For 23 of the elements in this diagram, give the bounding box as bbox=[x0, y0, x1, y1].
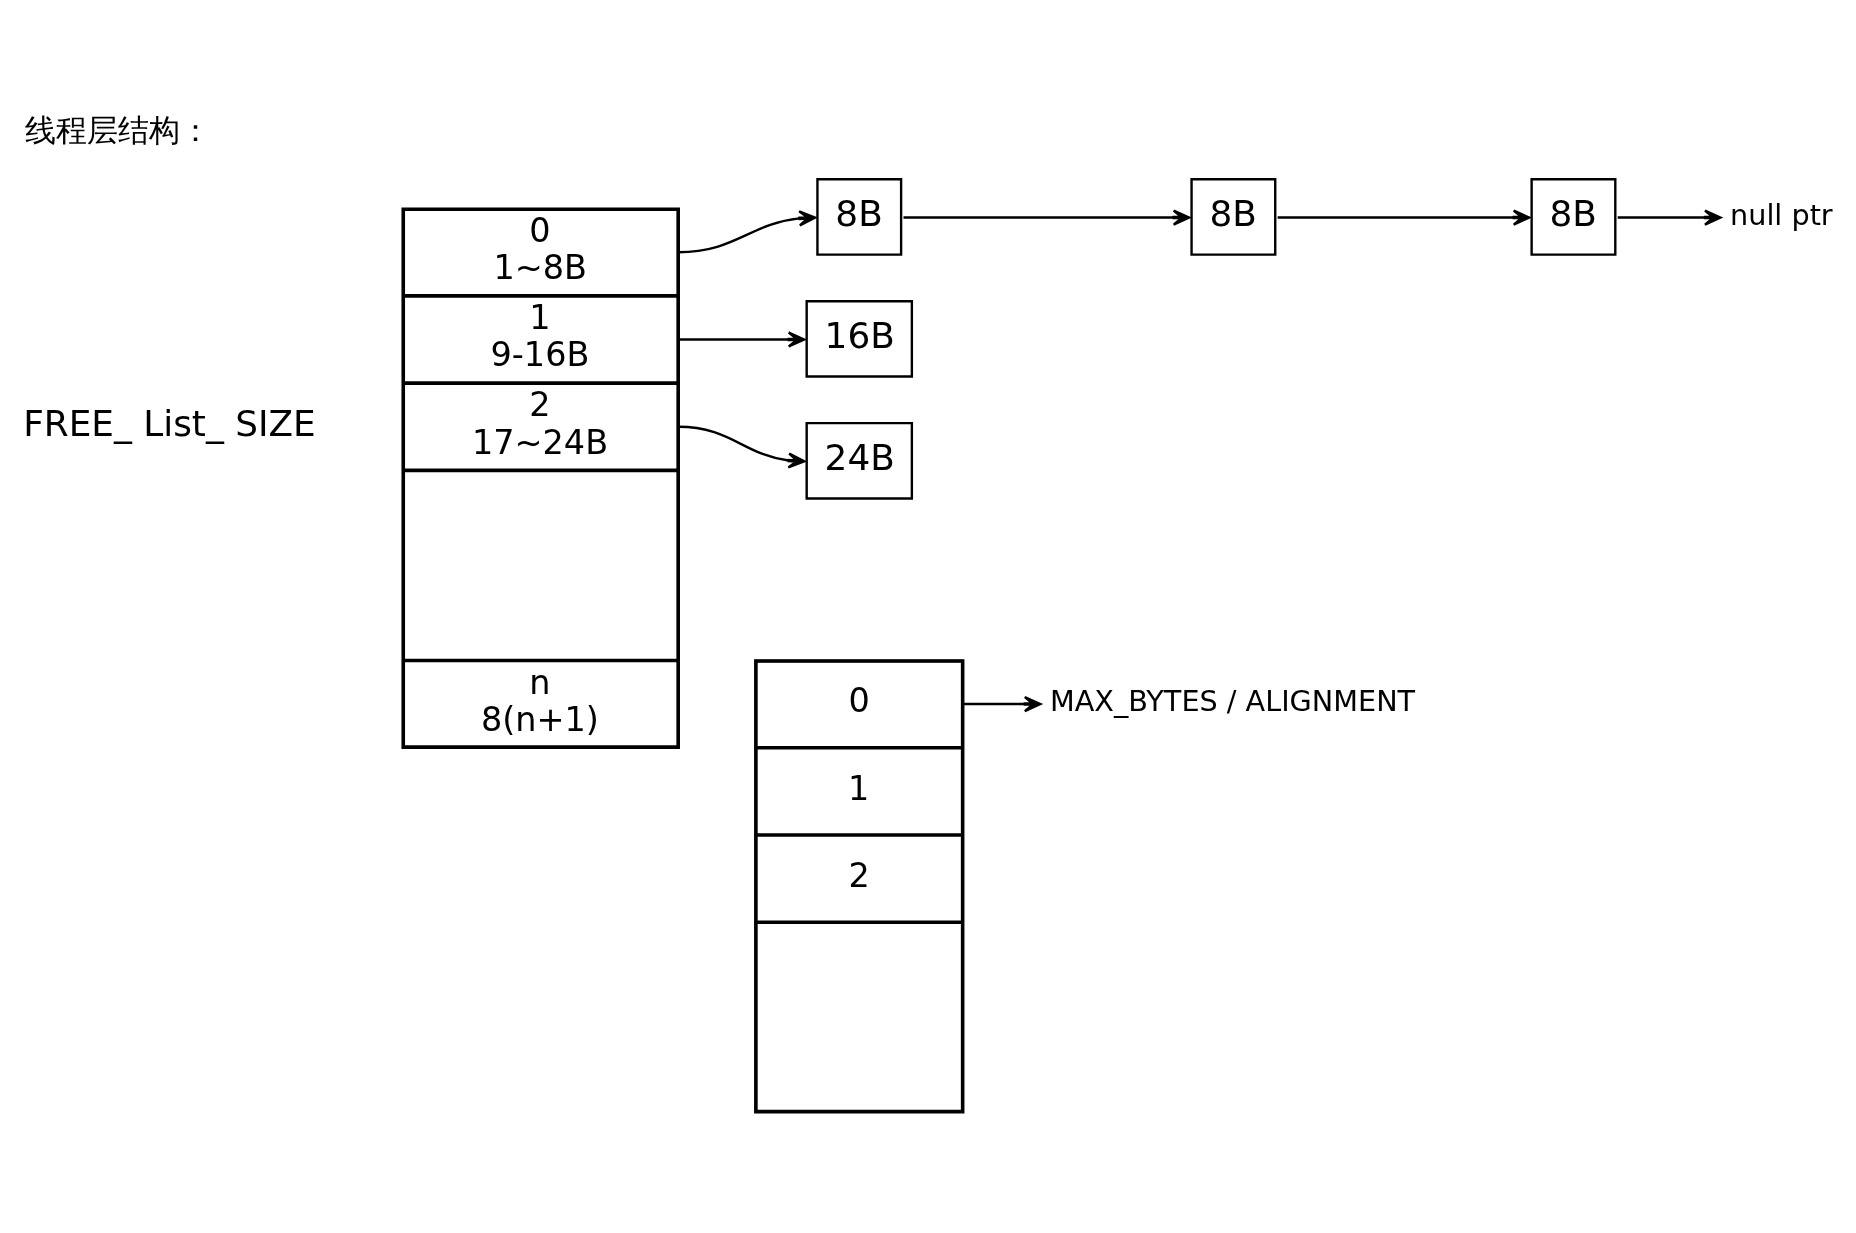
node-box bbox=[402, 469, 680, 662]
arrow bbox=[962, 695, 1042, 713]
diagram-title: 线程层结构： bbox=[24, 112, 211, 149]
node-box: 2 bbox=[754, 834, 964, 923]
node-box: 0 bbox=[754, 659, 964, 749]
node-box: 16B bbox=[805, 300, 914, 378]
arrow bbox=[903, 209, 1191, 226]
node-box bbox=[754, 921, 964, 1113]
arrow bbox=[678, 331, 806, 348]
node-text: MAX_BYTES / ALIGNMENT bbox=[1049, 684, 1416, 719]
node-text: null ptr bbox=[1730, 197, 1833, 232]
node-box: 1 bbox=[754, 747, 964, 836]
label: FREE_ List_ SIZE bbox=[23, 402, 316, 444]
node-box: 8B bbox=[1190, 178, 1277, 256]
node-box: 2 17~24B bbox=[402, 382, 680, 471]
node-box: 1 9-16B bbox=[402, 295, 680, 384]
node-box: 24B bbox=[805, 421, 914, 500]
node-box: 8B bbox=[1530, 178, 1617, 256]
arrow bbox=[678, 210, 817, 254]
arrow bbox=[1617, 209, 1722, 226]
arrow bbox=[1277, 209, 1531, 226]
node-box: 8B bbox=[816, 178, 903, 256]
arrow bbox=[678, 425, 806, 469]
